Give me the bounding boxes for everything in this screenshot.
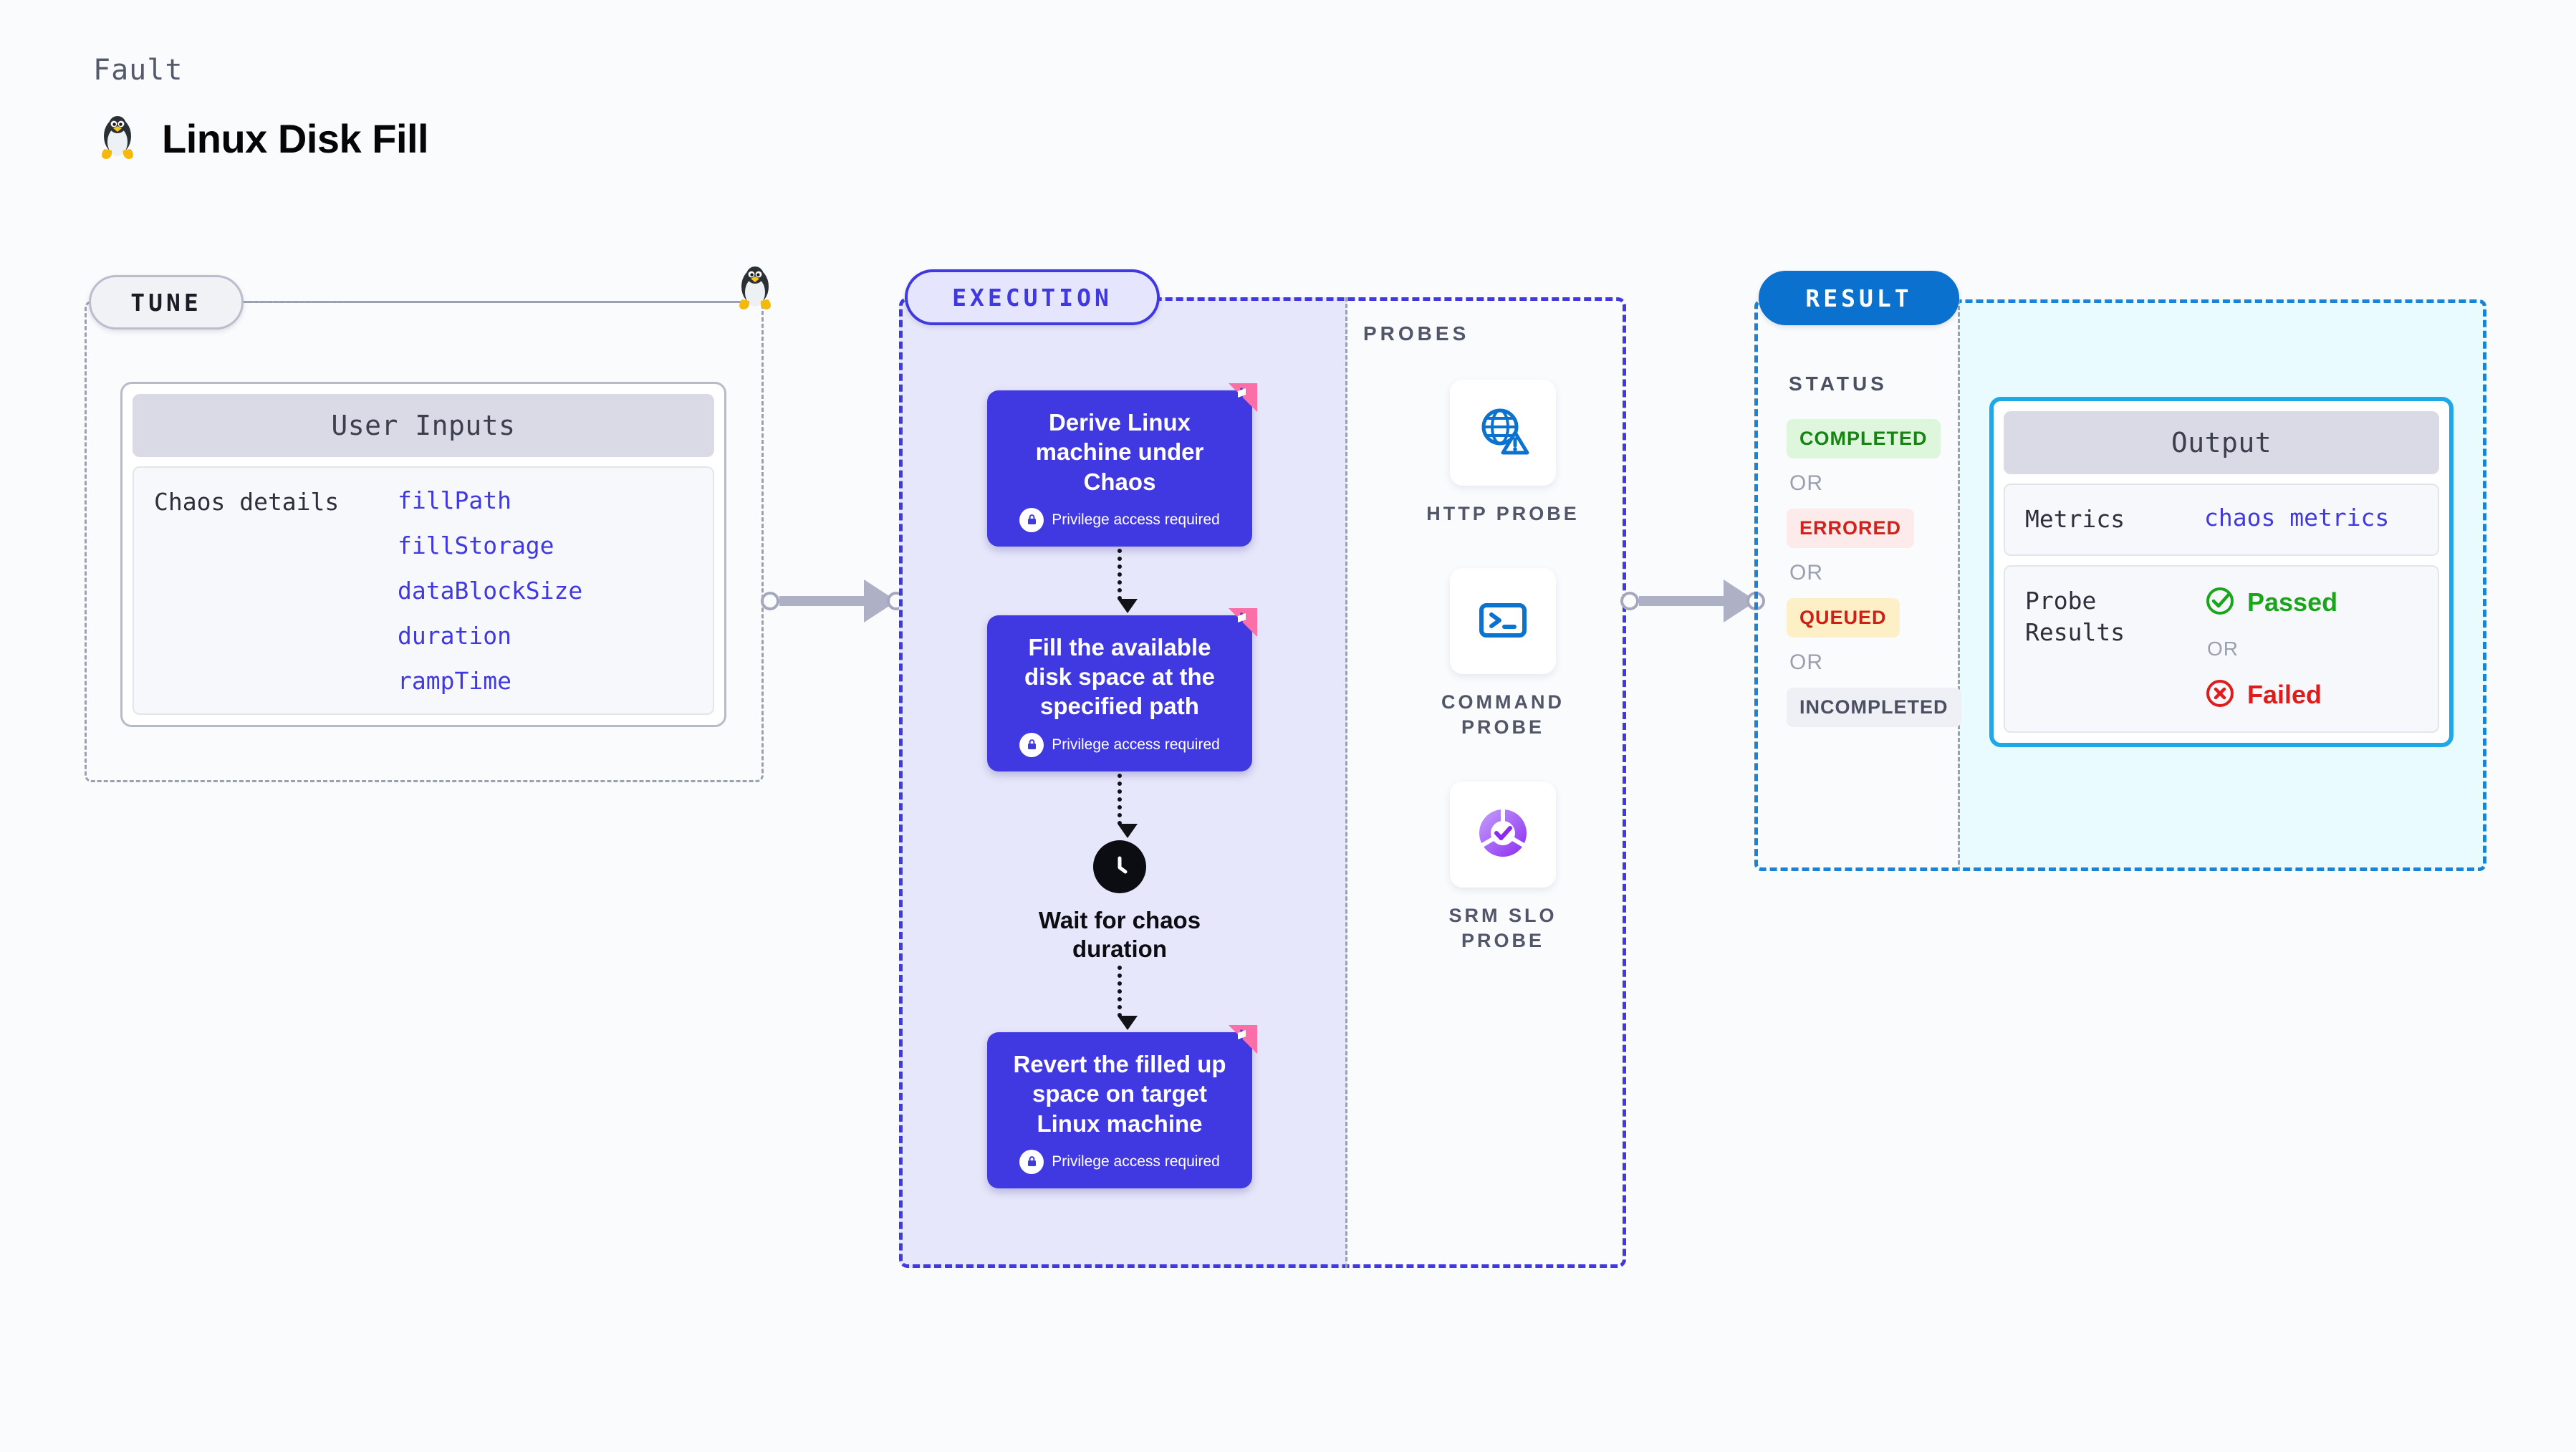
output-header: Output <box>2004 411 2439 474</box>
wait-label: Wait for chaos duration <box>1038 906 1201 962</box>
step-connector-arrow <box>1118 963 1138 1032</box>
output-probe-results-row: Probe Results Passed OR <box>2004 564 2439 733</box>
probe-results-key: Probe Results <box>2025 586 2125 647</box>
lock-icon <box>1019 732 1044 757</box>
result-region <box>1754 299 2486 871</box>
linux-tux-corner-icon <box>735 265 775 316</box>
probe-result-passed: Passed <box>2204 585 2337 620</box>
user-inputs-card: User Inputs Chaos details fillPath fillS… <box>120 382 726 727</box>
check-circle-icon <box>2204 585 2236 620</box>
probe-result-failed: Failed <box>2204 678 2337 713</box>
probe-item-srm-slo[interactable]: SRM SLO PROBE <box>1421 782 1585 953</box>
execution-step-card[interactable]: Derive Linux machine under Chaos Privile… <box>987 383 1257 547</box>
experiment-flag-icon <box>1224 1021 1261 1062</box>
step-title: Derive Linux machine under Chaos <box>1035 409 1204 495</box>
param-fillstorage[interactable]: fillStorage <box>398 532 554 559</box>
step-privilege-row: Privilege access required <box>1006 507 1234 532</box>
status-badge-list: COMPLETED OR ERRORED OR QUEUED OR INCOMP… <box>1787 419 1961 727</box>
terminal-icon <box>1474 591 1532 652</box>
or-label: OR <box>2207 637 2239 660</box>
status-badge: INCOMPLETED <box>1787 688 1961 727</box>
execution-probes-region <box>899 297 1626 1268</box>
step-privilege-row: Privilege access required <box>1006 1149 1234 1174</box>
execution-step-card[interactable]: Revert the filled up space on target Lin… <box>987 1025 1257 1188</box>
or-label: OR <box>1789 561 1823 585</box>
connector-execution-to-result <box>1620 580 1765 622</box>
step-connector-arrow <box>1118 771 1138 840</box>
result-status-divider <box>1958 299 1960 871</box>
probe-tile[interactable] <box>1450 568 1556 675</box>
param-datablocksize[interactable]: dataBlockSize <box>398 577 583 605</box>
output-card: Output Metrics chaos metrics Probe Resul… <box>1989 397 2454 747</box>
or-label: OR <box>1789 471 1823 495</box>
probe-tile[interactable] <box>1450 782 1556 888</box>
step-title: Revert the filled up space on target Lin… <box>1013 1051 1226 1137</box>
globe-warning-icon <box>1474 403 1532 463</box>
param-fillpath[interactable]: fillPath <box>398 486 511 514</box>
lock-icon <box>1019 507 1044 532</box>
lock-icon <box>1019 1149 1044 1174</box>
probe-item-http[interactable]: HTTP PROBE <box>1421 380 1585 527</box>
connector-start-dot <box>1620 592 1639 610</box>
clock-icon <box>1093 840 1146 893</box>
probe-item-command[interactable]: COMMAND PROBE <box>1421 568 1585 740</box>
execution-step-card[interactable]: Fill the available disk space at the spe… <box>987 607 1257 771</box>
page-title: Linux Disk Fill <box>162 115 429 161</box>
step-privilege-text: Privilege access required <box>1052 736 1220 753</box>
experiment-flag-icon <box>1224 379 1261 420</box>
execution-pill[interactable]: EXECUTION <box>905 269 1160 325</box>
connector-bar <box>1639 596 1725 606</box>
chaos-details-values: fillPath fillStorage dataBlockSize durat… <box>398 486 582 695</box>
probes-title: PROBES <box>1363 322 1470 345</box>
execution-step-list: Derive Linux machine under Chaos Privile… <box>976 383 1263 1188</box>
step-connector-arrow <box>1118 547 1138 615</box>
x-circle-icon <box>2204 678 2236 713</box>
probe-label: HTTP PROBE <box>1426 503 1580 524</box>
metrics-key: Metrics <box>2025 505 2125 533</box>
or-label: OR <box>1789 650 1823 674</box>
metrics-value[interactable]: chaos metrics <box>2204 504 2390 532</box>
step-privilege-text: Privilege access required <box>1052 511 1220 528</box>
failed-label: Failed <box>2247 680 2322 710</box>
probes-divider <box>1345 297 1347 1268</box>
fault-kicker: Fault <box>93 54 183 87</box>
connector-bar <box>779 596 865 606</box>
slo-donut-check-icon <box>1474 804 1532 866</box>
probe-label: SRM SLO PROBE <box>1448 905 1557 952</box>
passed-label: Passed <box>2247 587 2338 617</box>
param-ramptime[interactable]: rampTime <box>398 667 511 695</box>
probe-list: HTTP PROBE COMMAND PROBE <box>1421 380 1585 953</box>
connector-tune-to-execution <box>761 580 905 622</box>
experiment-flag-icon <box>1224 604 1261 645</box>
param-duration[interactable]: duration <box>398 622 511 650</box>
linux-tux-icon <box>97 115 138 162</box>
connector-start-dot <box>761 592 779 610</box>
user-inputs-header: User Inputs <box>133 394 714 457</box>
tune-top-dashed-line <box>242 301 764 303</box>
status-title: STATUS <box>1789 372 1888 395</box>
step-title: Fill the available disk space at the spe… <box>1024 633 1215 720</box>
status-badge: ERRORED <box>1787 509 1915 548</box>
wait-node: Wait for chaos duration <box>1012 840 1227 964</box>
step-privilege-text: Privilege access required <box>1052 1153 1220 1170</box>
result-pill[interactable]: RESULT <box>1759 271 1959 325</box>
status-badge: QUEUED <box>1787 598 1900 638</box>
probe-label: COMMAND PROBE <box>1441 691 1565 739</box>
step-privilege-row: Privilege access required <box>1006 732 1234 757</box>
output-metrics-row: Metrics chaos metrics <box>2004 484 2439 556</box>
fault-title-row: Linux Disk Fill <box>97 115 429 162</box>
chaos-details-key: Chaos details <box>154 488 340 516</box>
tune-pill[interactable]: TUNE <box>89 275 244 330</box>
status-badge: COMPLETED <box>1787 419 1941 458</box>
probe-tile[interactable] <box>1450 380 1556 486</box>
user-inputs-body: Chaos details fillPath fillStorage dataB… <box>133 466 714 715</box>
